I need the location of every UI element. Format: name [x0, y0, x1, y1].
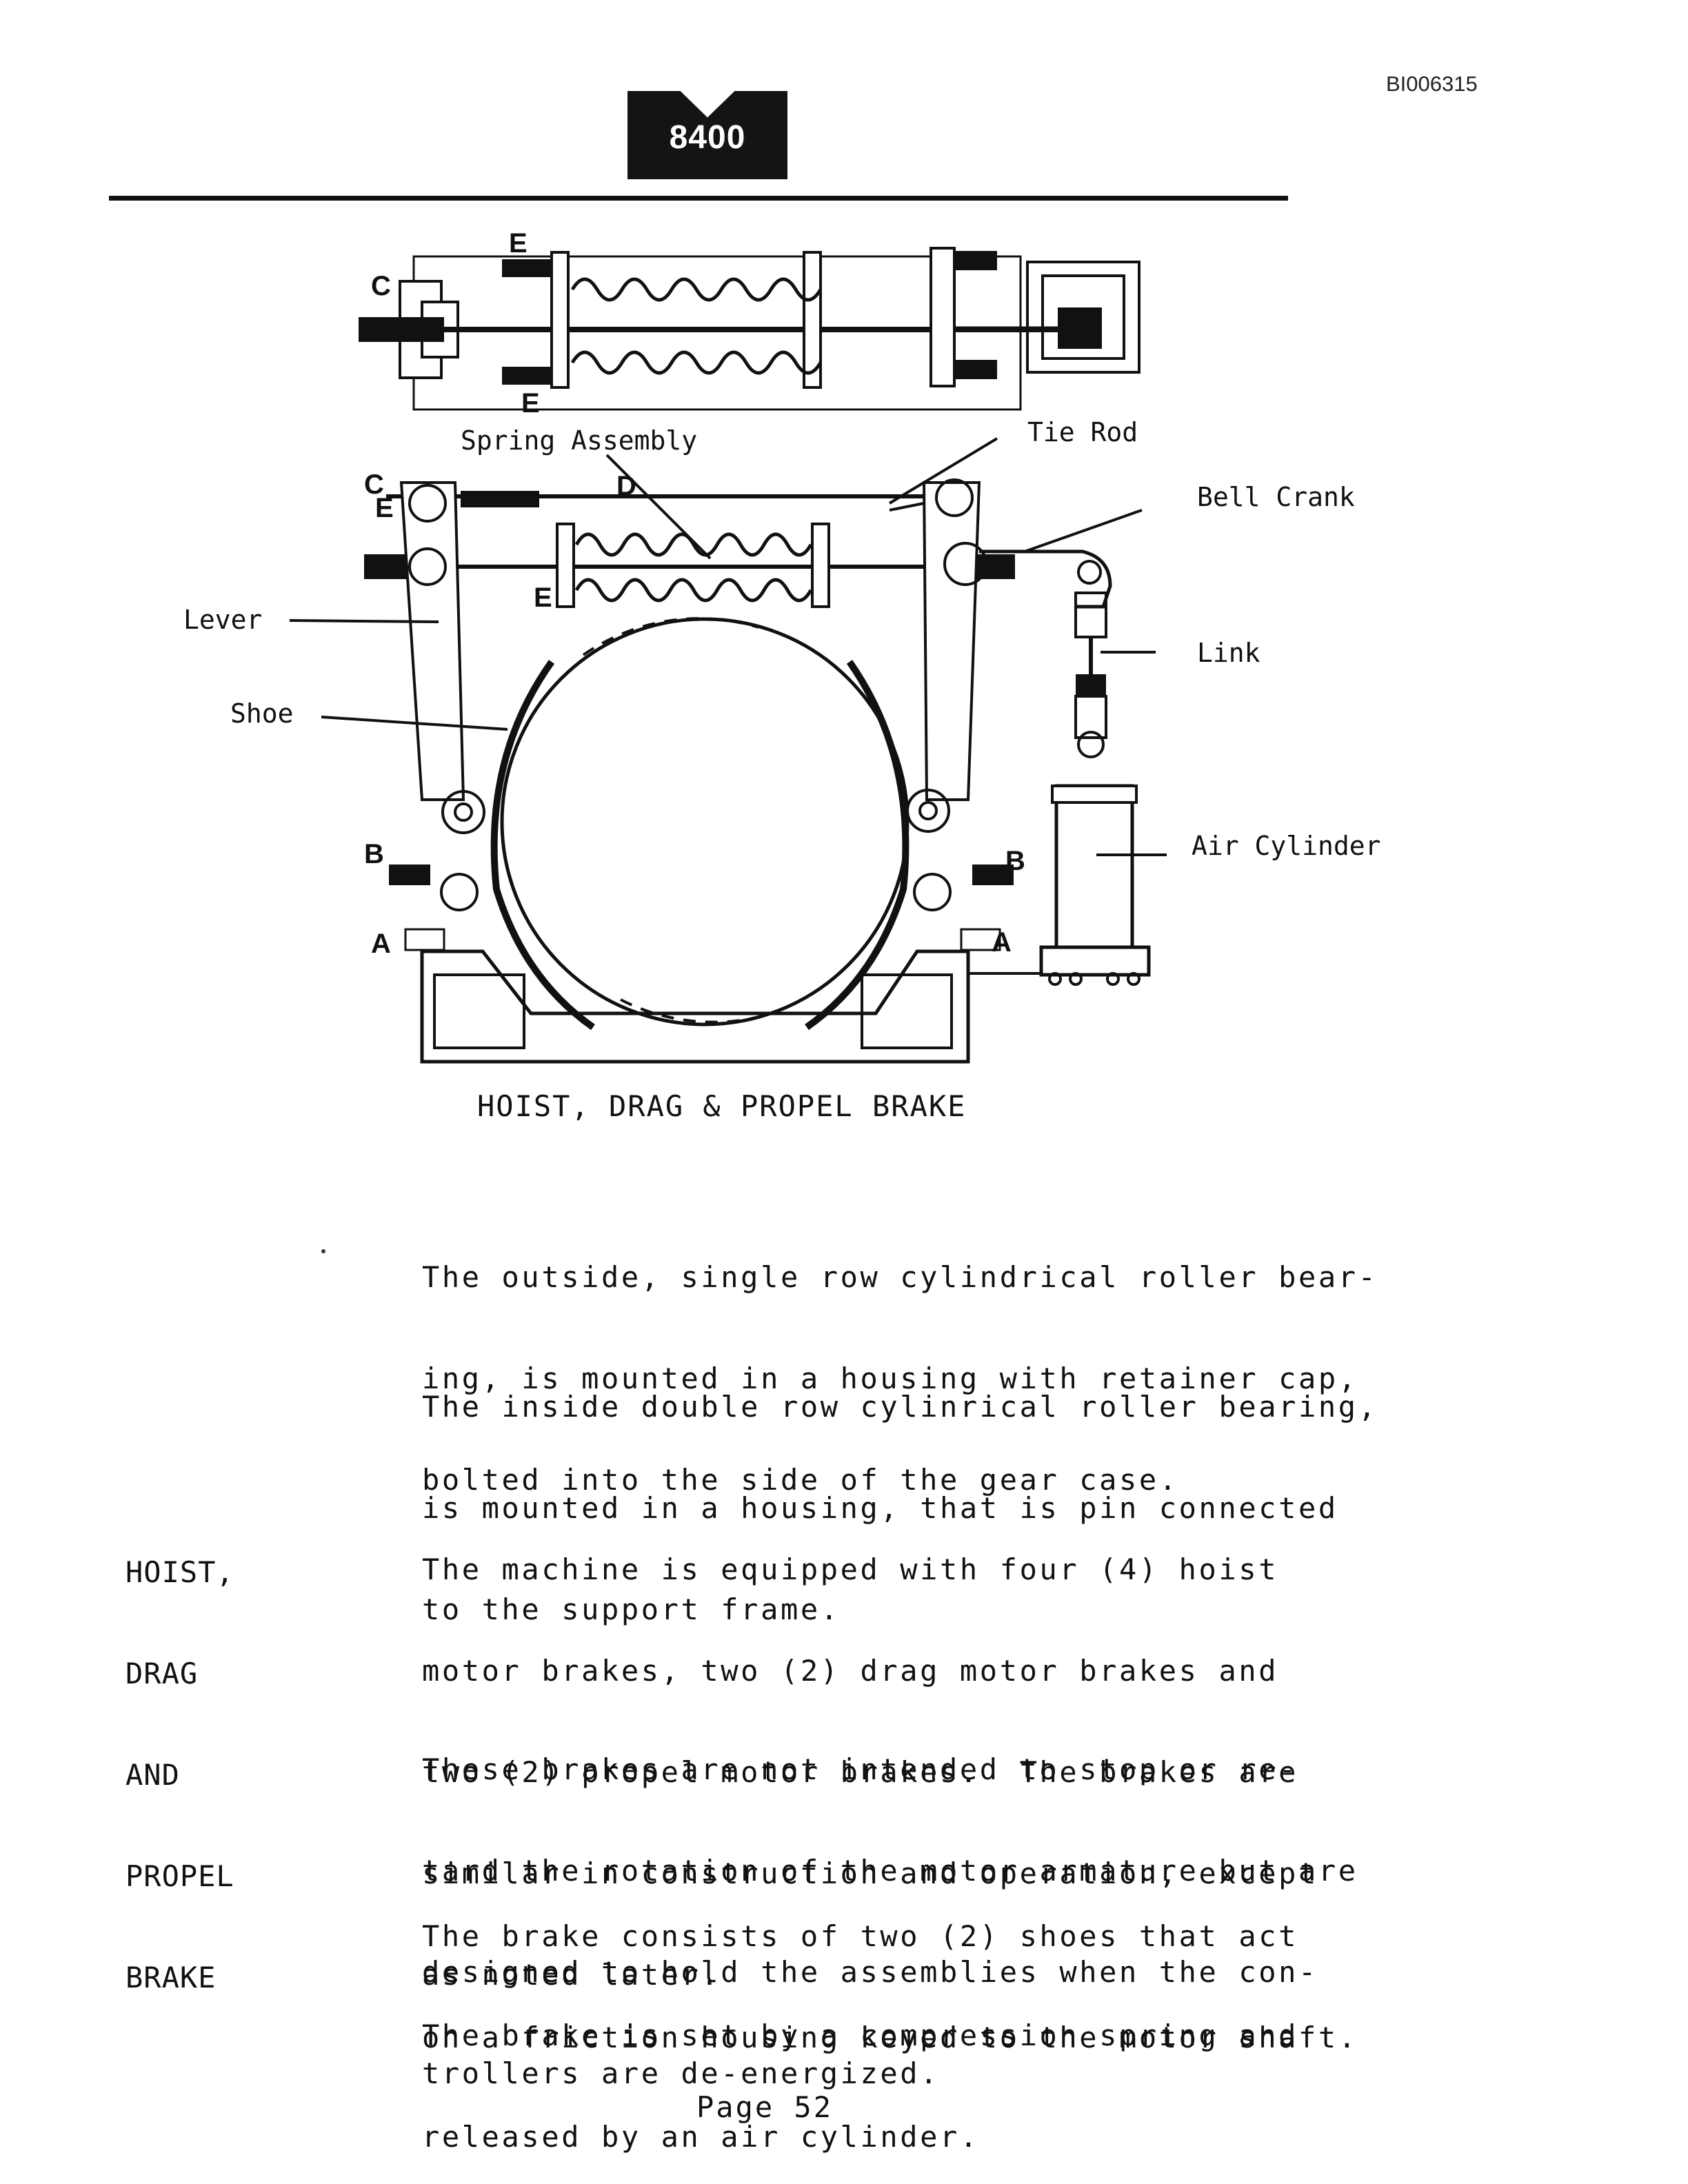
label-e-top: E — [509, 228, 528, 259]
label-e-bottom: E — [521, 388, 540, 418]
label-c-top: C — [371, 271, 391, 301]
top-view-spring-assembly — [359, 247, 1141, 411]
text-line: on a friction housing keyed to the motor… — [422, 2021, 1358, 2054]
text-line: designed to hold the assemblies when the… — [422, 1955, 1318, 1989]
side-heading: HOIST, DRAG AND PROPEL BRAKE — [125, 1488, 234, 2062]
text-line: trollers are de-energized. — [422, 2056, 941, 2090]
label-e-spring: E — [534, 583, 552, 613]
text-line: similar in construction and operation, e… — [422, 1857, 1318, 1890]
label-d: D — [616, 471, 636, 501]
side-heading-line: DRAG — [125, 1657, 199, 1690]
label-shoe: Shoe — [230, 698, 294, 729]
label-a-right: A — [992, 927, 1012, 958]
label-tie-rod: Tie Rod — [1027, 417, 1138, 447]
label-lever: Lever — [183, 605, 262, 635]
side-heading-line: AND — [125, 1758, 180, 1792]
text-line: The brake is set by a compression spring… — [422, 2019, 1298, 2052]
label-b-left: B — [364, 839, 384, 869]
text-line: released by an air cylinder. — [422, 2120, 980, 2154]
label-link: Link — [1197, 638, 1260, 668]
label-a-left: A — [371, 929, 391, 959]
label-b-right: B — [1005, 846, 1025, 876]
paragraph-brake-operation: The brake is set by a compression spring… — [422, 1951, 1401, 2184]
text-line: The inside double row cylinrical roller … — [422, 1390, 1378, 1424]
text-line: two (2) propel motor brakes. The brakes … — [422, 1755, 1298, 1789]
label-air-cylinder: Air Cylinder — [1192, 831, 1381, 861]
text-line: The brake consists of two (2) shoes that… — [422, 1919, 1298, 1953]
text-line: tard the rotation of the motor armature … — [422, 1854, 1358, 1888]
page-number: Page 52 — [696, 2090, 834, 2124]
tie-rod-leader — [888, 437, 998, 505]
side-heading-line: HOIST, — [125, 1555, 234, 1589]
document-id: BI006315 — [1386, 72, 1478, 96]
label-bell-crank: Bell Crank — [1197, 482, 1355, 512]
lever-leader — [289, 619, 439, 623]
side-heading-line: BRAKE — [125, 1961, 217, 1994]
label-c-mid: C — [364, 469, 384, 500]
bell-crank-leader — [1024, 509, 1143, 553]
side-view-brake — [364, 478, 1151, 1064]
shoe-leader — [321, 716, 508, 731]
paragraph-outside-bearing: The outside, single row cylindrical roll… — [422, 1193, 1401, 1564]
text-line: is mounted in a housing, that is pin con… — [422, 1491, 1338, 1525]
paragraph-brake-count: The machine is equipped with four (4) ho… — [422, 1485, 1401, 2059]
text-line: as noted later. — [422, 1958, 721, 1992]
text-line: These brakes are not intended to stop or… — [422, 1752, 1298, 1786]
text-line: to the support frame. — [422, 1593, 841, 1626]
paragraph-brake-shoes: The brake consists of two (2) shoes that… — [422, 1852, 1401, 2122]
side-heading-line: PROPEL — [125, 1859, 234, 1893]
header-rule — [109, 196, 1288, 201]
text-line: motor brakes, two (2) drag motor brakes … — [422, 1654, 1279, 1688]
scan-speck — [321, 1249, 325, 1253]
paragraph-brake-purpose: These brakes are not intended to stop or… — [422, 1685, 1401, 2158]
model-logo-text: 8400 — [669, 119, 746, 156]
diagram-caption: HOIST, DRAG & PROPEL BRAKE — [477, 1089, 967, 1123]
label-spring-assembly: Spring Assembly — [461, 425, 697, 456]
label-e-mid: E — [375, 493, 394, 523]
paragraph-inside-bearing: The inside double row cylinrical roller … — [422, 1322, 1401, 1694]
text-line: bolted into the side of the gear case. — [422, 1463, 1179, 1497]
text-line: The outside, single row cylindrical roll… — [422, 1260, 1378, 1294]
text-line: ing, is mounted in a housing with retain… — [422, 1362, 1358, 1395]
text-line: The machine is equipped with four (4) ho… — [422, 1553, 1279, 1586]
